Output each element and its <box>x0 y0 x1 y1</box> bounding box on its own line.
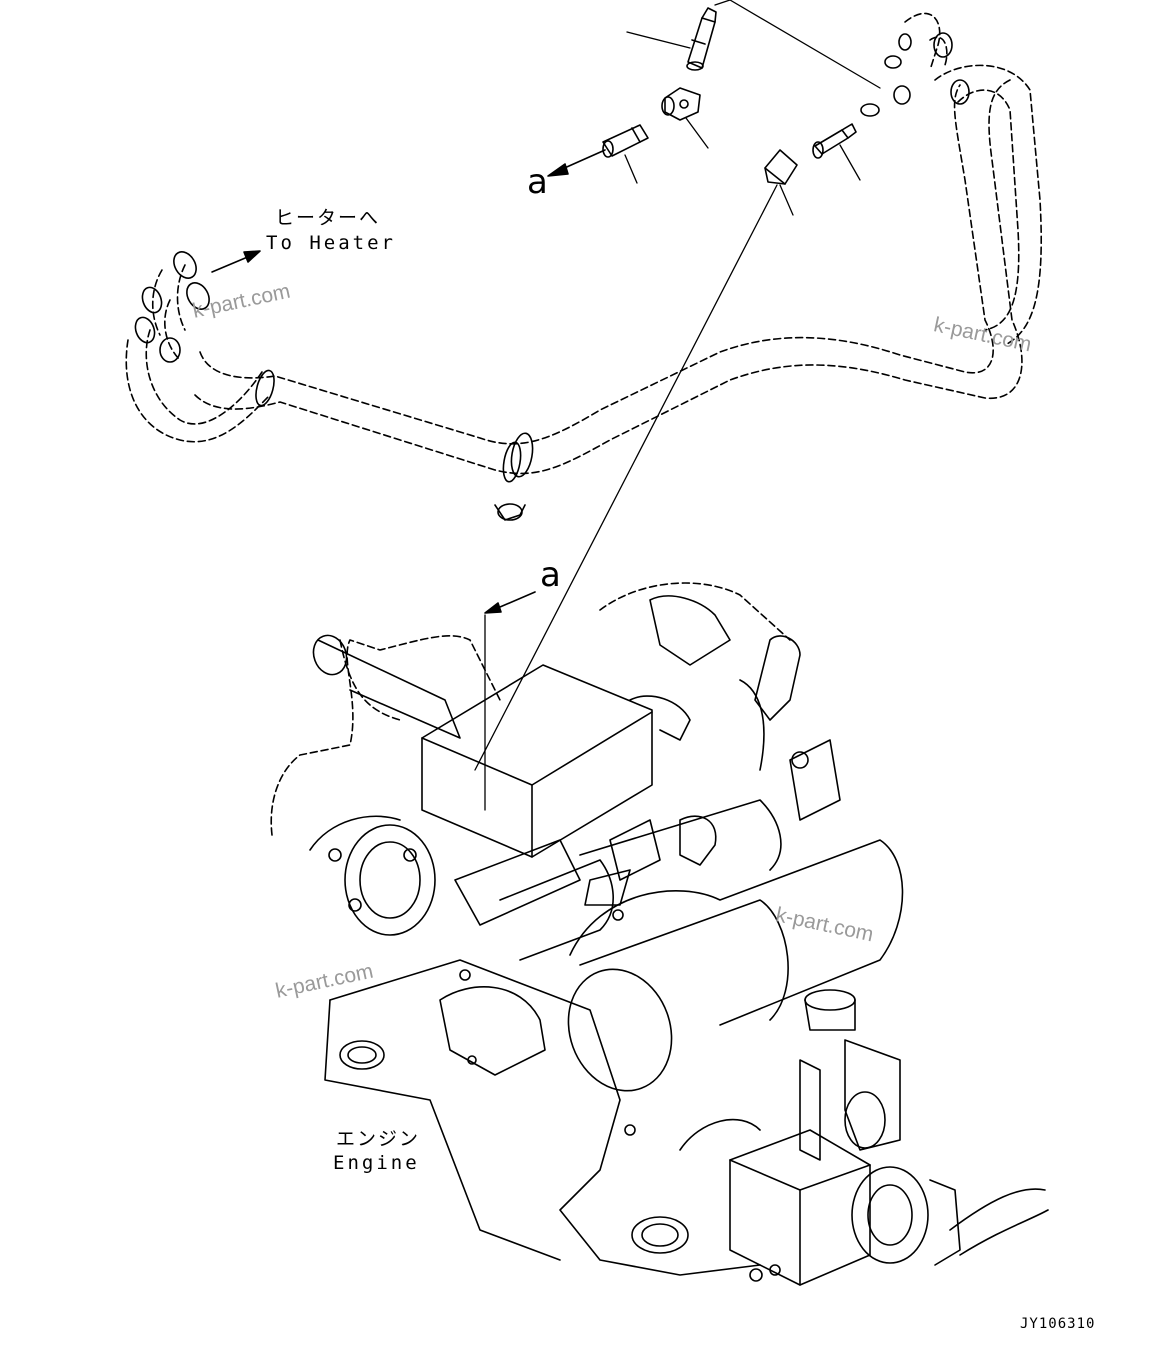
engine-label-jp: エンジン <box>336 1128 421 1150</box>
heater-label-en: To Heater <box>266 232 396 254</box>
fitting-cap <box>764 149 798 185</box>
engine-assembly <box>270 582 1049 1286</box>
fitting-nipple <box>602 124 649 158</box>
fitting-elbow <box>661 87 701 121</box>
callout-a-top: a <box>527 162 548 202</box>
arrow-to-a <box>547 149 606 177</box>
fitting-tube <box>686 7 717 71</box>
fitting-adapter <box>812 123 857 159</box>
heater-label-jp: ヒーターへ <box>275 207 381 229</box>
engine-label-en: Engine <box>333 1152 420 1174</box>
callout-a-engine: a <box>540 555 561 595</box>
arrow-engine-a <box>484 591 536 614</box>
hose-clamps <box>134 32 970 521</box>
leader-lines <box>474 0 881 811</box>
drawing-code: JY106310 <box>1020 1316 1096 1332</box>
heater-hose-assembly <box>125 12 1043 475</box>
arrow-to-heater <box>211 250 261 273</box>
